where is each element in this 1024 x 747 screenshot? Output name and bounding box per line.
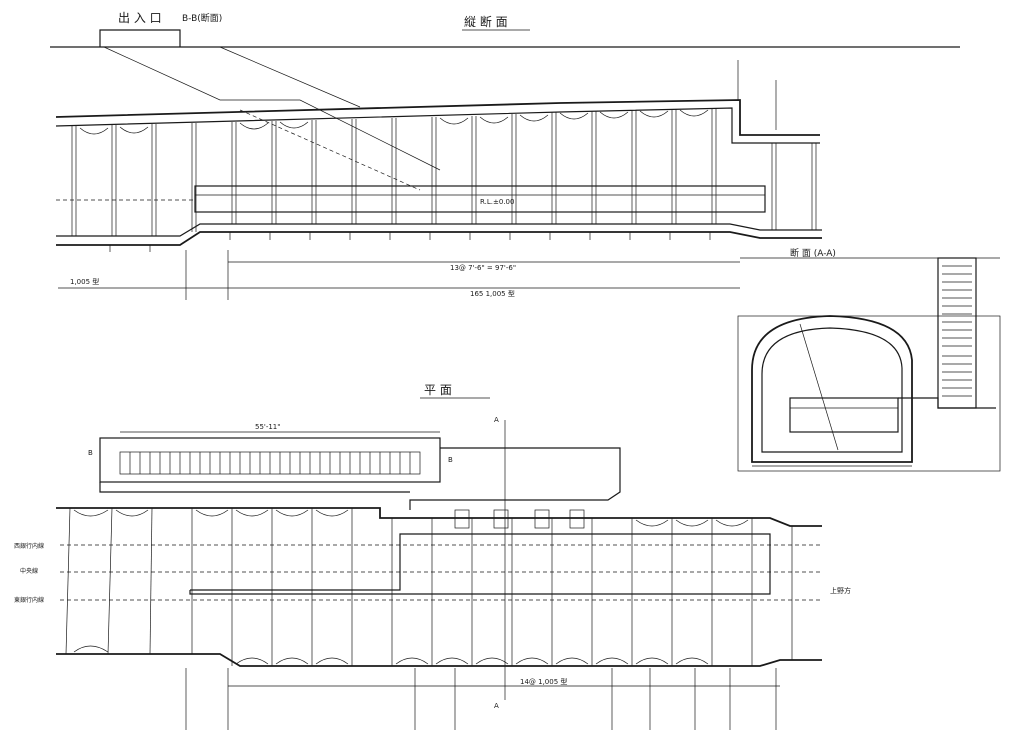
bottom-slab-inner: [56, 223, 822, 237]
title-entrance: 出 入 口: [118, 11, 162, 25]
stair-boxes: [454, 509, 585, 529]
dim-ticks-plan: [185, 668, 777, 730]
entrance-box: [99, 29, 181, 47]
span-left-top: 1,005 型: [70, 277, 99, 286]
columns-longitudinal: [71, 108, 817, 236]
section-diagonal: [799, 323, 839, 451]
tunnel-bottom-wall: [56, 653, 822, 667]
b-marker-right: B: [448, 456, 453, 464]
title-cross-section: 断 面 (A-A): [790, 247, 836, 259]
columns-plan: [65, 507, 793, 666]
dim-ticks: [185, 60, 777, 300]
stair-line: [103, 46, 441, 171]
b-marker-left: B: [88, 449, 93, 457]
platform-section: [789, 397, 899, 433]
stair-width: 55'-11": [255, 423, 280, 431]
a-marker-top: A: [494, 416, 499, 424]
top-slab: [55, 99, 820, 136]
tunnel-inner: [761, 327, 903, 453]
shaft: [937, 257, 977, 409]
top-slab-inner: [55, 107, 820, 144]
stair-tread-lines: [129, 452, 411, 474]
line-label-1: 西銀行内線: [14, 542, 44, 550]
title-section-bb: B-B(断面): [182, 12, 222, 24]
span-total-bottom: 14@ 1,005 型: [520, 677, 567, 686]
tunnel-top-wall: [56, 507, 822, 527]
longitudinal-section: R.L.±0.00 13@ 7'-6" = 97'-6" 1,005 型 165…: [50, 29, 960, 300]
connector-passage: [409, 447, 621, 510]
ueno-label: 上野方: [830, 586, 851, 595]
tunnel-outline: [751, 315, 913, 463]
arches-plan: [73, 509, 749, 665]
cross-section: [737, 257, 1001, 472]
span-note-top: 13@ 7'-6" = 97'-6": [450, 264, 516, 272]
title-longitudinal: 縦 断 面: [464, 14, 508, 29]
arches: [79, 109, 709, 135]
shaft-hatch: [942, 265, 972, 397]
section-frame: [737, 315, 1001, 472]
title-plan: 平 面: [424, 383, 452, 397]
rl-label: R.L.±0.00: [480, 198, 514, 206]
passage: [898, 397, 996, 409]
base-studs: [109, 232, 711, 252]
stair-hidden: [239, 109, 421, 191]
platform-plan: [189, 533, 771, 595]
stair-line-upper: [219, 46, 361, 108]
span-total-top: 165 1,005 型: [470, 289, 515, 298]
a-marker-bottom: A: [494, 702, 499, 710]
bottom-slab: [56, 231, 822, 246]
line-label-2: 中央線: [20, 567, 38, 575]
platform: [194, 185, 766, 213]
plan-view: 55'-11" B B 西銀行内線 中央線 東銀行内線: [14, 416, 851, 730]
connector-bottom: [99, 482, 410, 493]
stair-passage: [99, 437, 441, 483]
line-label-3: 東銀行内線: [14, 596, 44, 604]
